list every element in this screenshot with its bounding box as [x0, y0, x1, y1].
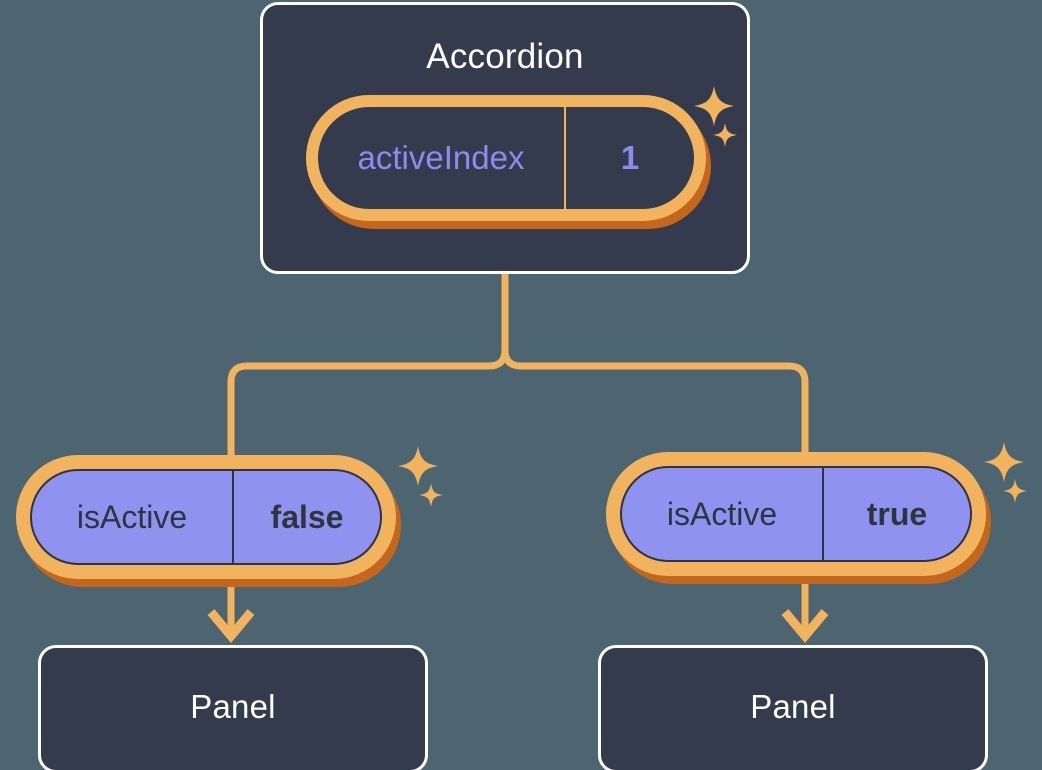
arrow-down-icon-right [781, 576, 829, 644]
is-active-false-value: false [270, 498, 344, 535]
active-index-value: 1 [620, 139, 640, 176]
panel-title-right: Panel [750, 688, 836, 725]
is-active-true-pill[interactable]: isActive true [620, 466, 972, 562]
wire-root-to-right [501, 270, 809, 456]
is-active-true-key: isActive [666, 495, 778, 532]
sparkle-icon-left-large [396, 444, 440, 488]
sparkle-icon-left-small [418, 482, 444, 508]
active-index-key: activeIndex [357, 139, 525, 176]
pill-divider [232, 471, 234, 563]
is-active-false-key: isActive [76, 498, 188, 535]
sparkle-icon-right-small [1002, 478, 1028, 504]
sparkle-icon-right-large [982, 440, 1026, 484]
panel-card-left[interactable]: Panel [38, 645, 428, 770]
is-active-true-value: true [866, 495, 928, 532]
accordion-title: Accordion [426, 37, 584, 76]
arrow-down-icon-left [207, 585, 255, 644]
active-index-pill[interactable]: activeIndex 1 [318, 107, 694, 209]
panel-title-left: Panel [190, 688, 276, 725]
pill-divider [822, 468, 824, 560]
wire-root-to-left [227, 270, 509, 459]
panel-card-right[interactable]: Panel [598, 645, 988, 770]
is-active-false-pill[interactable]: isActive false [30, 469, 382, 565]
pill-divider [564, 107, 566, 209]
